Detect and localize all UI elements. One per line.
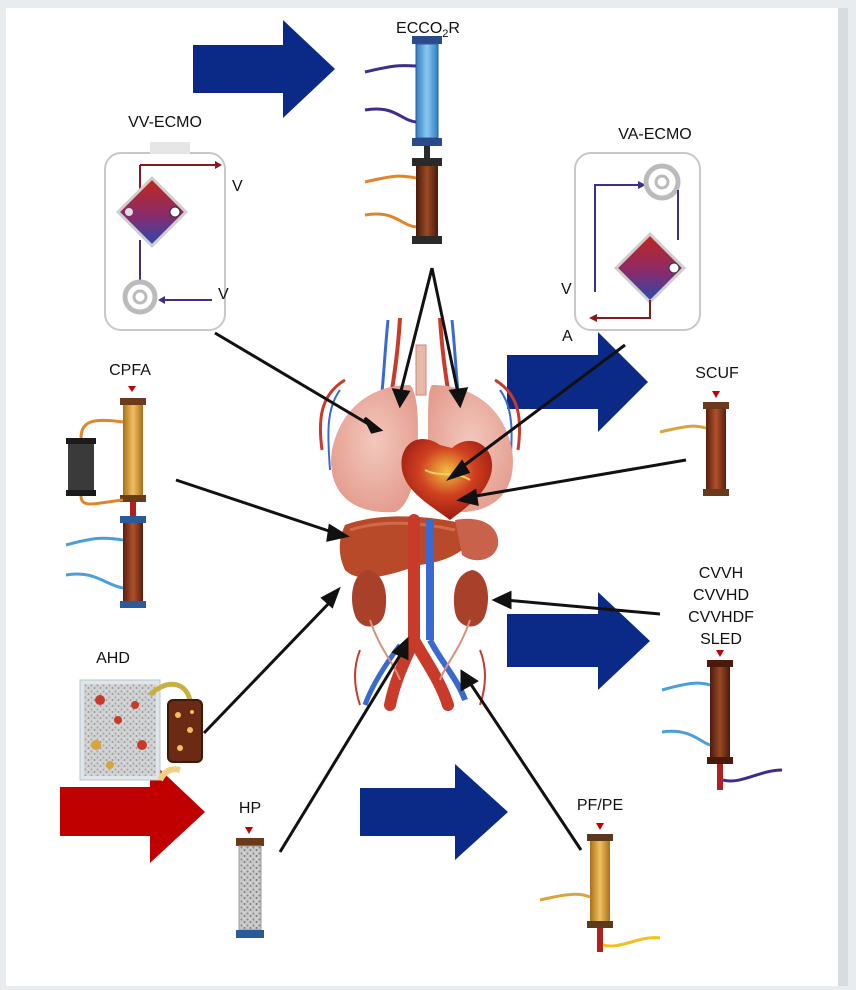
label-ecco2r-tail: R — [448, 20, 460, 37]
label-cvvhd: CVVHD — [688, 585, 754, 607]
label-pf-pe: PF/PE — [577, 797, 623, 815]
label-hp: HP — [239, 800, 261, 818]
hp-device — [236, 827, 264, 938]
label-sled: SLED — [688, 629, 754, 651]
label-va-a: A — [562, 328, 573, 346]
label-va-v: V — [561, 281, 572, 299]
label-vv-ecmo: VV-ECMO — [128, 114, 202, 132]
label-vv-v-in: V — [218, 286, 229, 304]
card-shadow — [838, 8, 848, 986]
va-ecmo-device — [575, 153, 700, 330]
label-cvvhdf: CVVHDF — [688, 607, 754, 629]
label-cvvh: CVVH — [688, 563, 754, 585]
label-vv-v-out: V — [232, 178, 243, 196]
label-scuf: SCUF — [695, 365, 739, 383]
label-cpfa: CPFA — [109, 362, 151, 380]
label-va-ecmo: VA-ECMO — [618, 126, 691, 144]
label-crrt-modes: CVVH CVVHD CVVHDF SLED — [688, 563, 754, 651]
label-ecco2r: ECCO2R — [396, 20, 460, 40]
vv-ecmo-device — [105, 142, 225, 330]
label-ecco2r-main: ECCO — [396, 20, 442, 37]
label-ahd: AHD — [96, 650, 130, 668]
